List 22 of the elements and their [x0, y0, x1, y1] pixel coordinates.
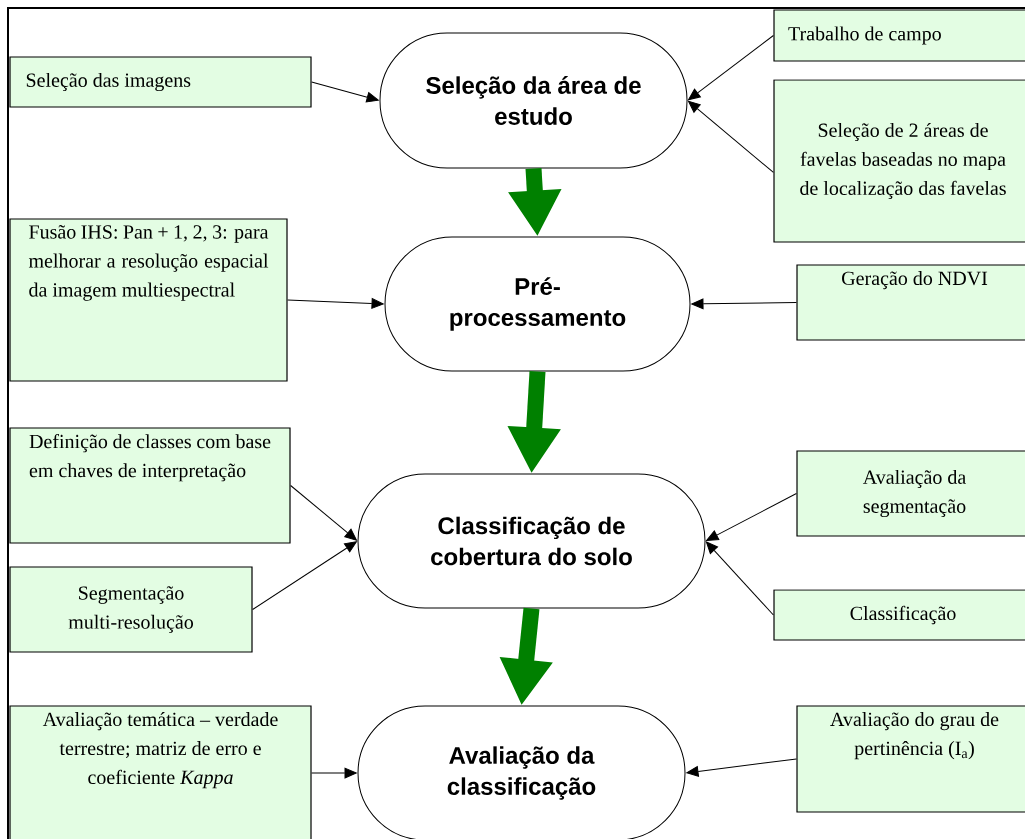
arrow — [311, 767, 357, 779]
arrow — [252, 541, 357, 610]
process-box: Seleção das imagens — [9, 56, 312, 108]
process-box: Geração do NDVI — [796, 264, 1025, 341]
process-box: Avaliação do grau de pertinência (I$_{a}$) — [796, 705, 1025, 813]
arrow — [688, 100, 774, 173]
arrow — [691, 298, 797, 310]
process-box: Classificação — [773, 589, 1025, 641]
process-box: Fusão IHS: Pan + 1, 2, 3: para melhorar a resolução espacial da imagem multiespectral — [9, 218, 288, 382]
arrow — [688, 35, 774, 101]
process-box: Avaliação da segmentação — [796, 450, 1025, 537]
process-box: Definição de classes com base em chaves de interpretação — [9, 427, 291, 544]
arrow — [706, 493, 797, 541]
process-box: Trabalho de campo — [773, 9, 1025, 62]
arrow — [290, 485, 357, 541]
arrow — [686, 758, 797, 777]
arrow — [311, 81, 379, 103]
arrow — [705, 541, 774, 616]
process-box: Avaliação temática – verdade terrestre; matriz de erro e coeficiente Kappa — [9, 705, 312, 839]
arrow — [287, 298, 384, 309]
process-box: Seleção de 2 áreas de favelas baseadas no mapa de localização das favelas — [773, 79, 1025, 243]
process-box: Segmentação multi-resolução — [9, 566, 253, 653]
